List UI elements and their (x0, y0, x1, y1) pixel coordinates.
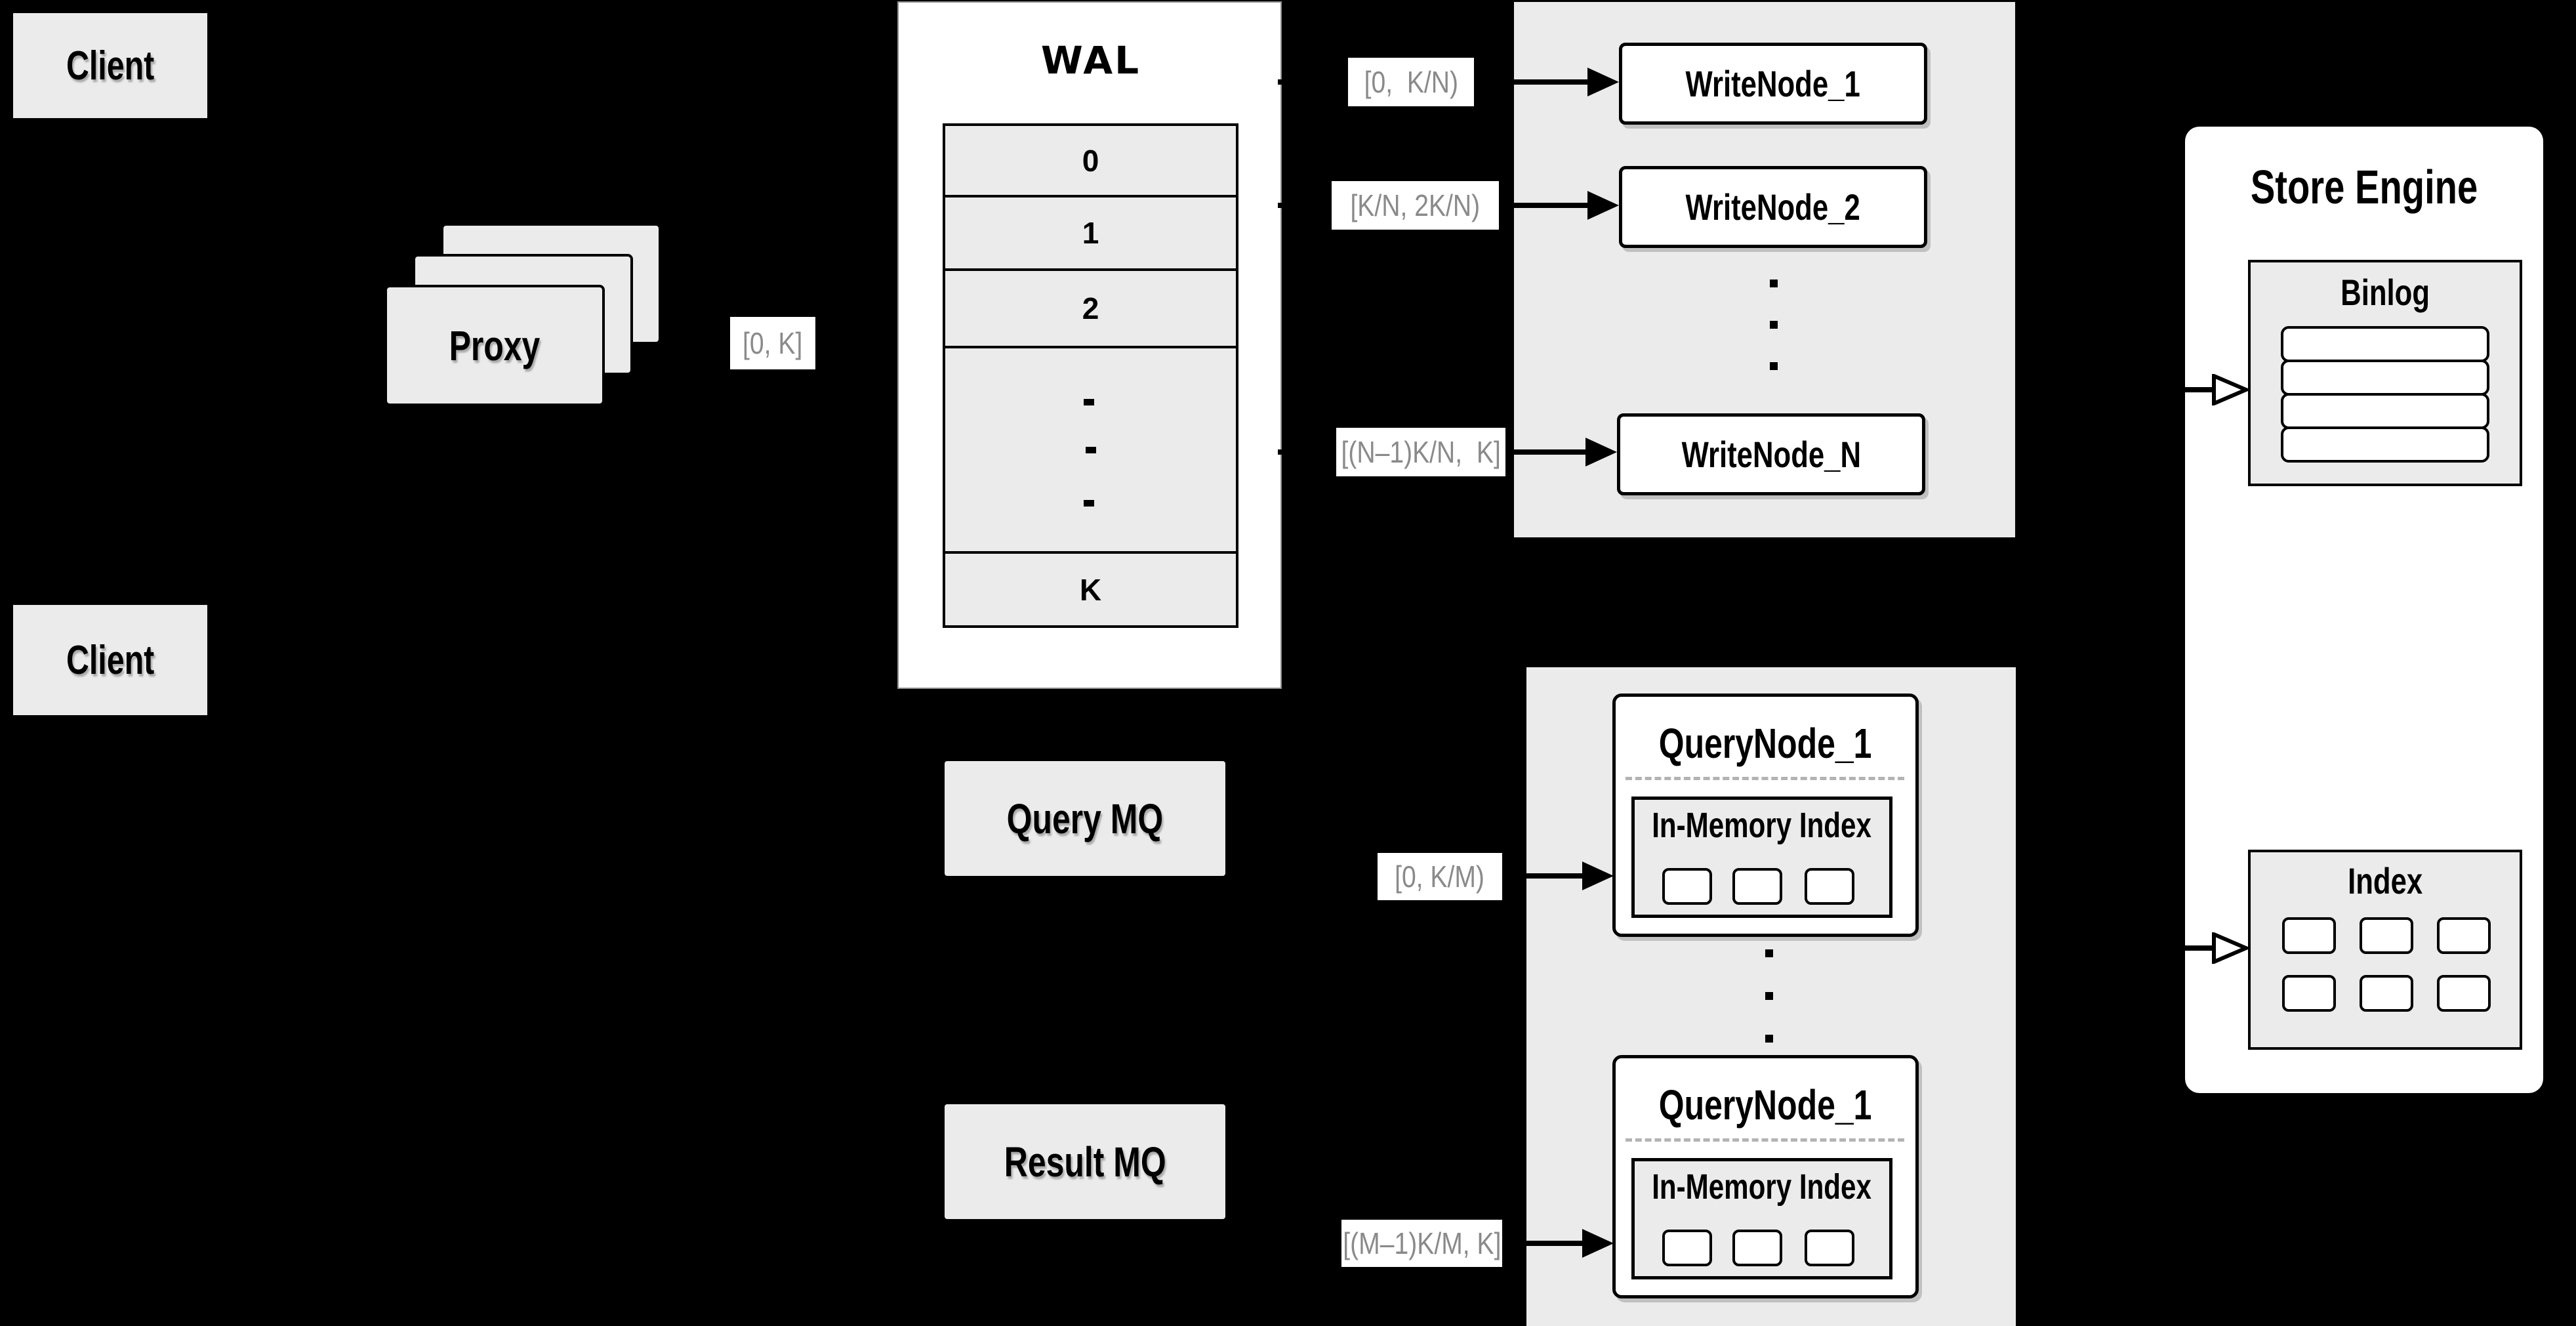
ellipsis-dot (1085, 446, 1096, 453)
memory-index-cell (1732, 1230, 1782, 1266)
proxy-label: Proxy (449, 321, 541, 369)
ellipsis-dot (1770, 362, 1778, 370)
client-top-box: Client (13, 13, 207, 118)
ellipsis-dot (1765, 1035, 1773, 1043)
binlog-row (2281, 326, 2489, 362)
index-cell (2437, 975, 2491, 1012)
writenode-2-box: WriteNode_2 (1619, 166, 1927, 248)
wal-segment-2-label: 2 (1082, 291, 1099, 325)
range-label-querynode-1-text: [0, K/M) (1395, 860, 1485, 894)
memory-index-cell (1662, 1230, 1712, 1266)
arrow-to-binlog-head (2212, 374, 2249, 405)
arrow-to-writenode-2-head (1587, 191, 1619, 220)
range-label-writenode-2: [K/N, 2K/N) (1332, 181, 1499, 230)
ellipsis-dot (1084, 399, 1094, 405)
binlog-row (2281, 360, 2489, 396)
arrow-to-index-shaft (2166, 945, 2217, 951)
querynode-1-title: QueryNode_1 (1659, 720, 1872, 767)
wal-segment-ellipsis (943, 346, 1238, 554)
querynode-2-divider (1625, 1138, 1904, 1142)
memory-index-cell (1805, 868, 1854, 905)
store-engine-title: Store Engine (2250, 161, 2478, 214)
wal-segment-0-label: 0 (1082, 143, 1099, 178)
client-bottom-box: Client (13, 605, 207, 715)
querynode-1-box: QueryNode_1 In-Memory Index (1612, 694, 1919, 937)
wal-segment-2: 2 (943, 268, 1238, 348)
wal-segment-k-label: K (1079, 572, 1102, 607)
querynode-2-memory-index-title: In-Memory Index (1652, 1167, 1872, 1207)
arrow-to-binlog-shaft (2166, 387, 2217, 392)
index-title: Index (2347, 860, 2423, 901)
range-label-querynode-2: [(M–1)K/M, K] (1341, 1220, 1502, 1267)
index-cell (2282, 917, 2336, 954)
range-label-writenode-n-text: [(N–1)K/N, K] (1341, 435, 1501, 469)
range-label-0-k: [0, K] (730, 317, 815, 369)
proxy-front-card: Proxy (384, 285, 605, 406)
arrow-to-querynode-1-head (1582, 861, 1614, 890)
arrow-to-writenode-1-head (1587, 68, 1619, 96)
index-cell (2437, 917, 2491, 954)
arrow-to-index-head (2212, 932, 2249, 964)
client-bottom-label: Client (66, 637, 155, 683)
writenode-n-box: WriteNode_N (1617, 413, 1925, 495)
range-label-querynode-1: [0, K/M) (1378, 853, 1502, 900)
binlog-row (2281, 393, 2489, 429)
writenode-1-label: WriteNode_1 (1685, 63, 1861, 104)
ellipsis-dot (1084, 500, 1094, 507)
range-label-writenode-1-text: [0, K/N) (1364, 65, 1458, 99)
querynode-1-memory-index-box: In-Memory Index (1631, 797, 1892, 918)
range-label-writenode-2-text: [K/N, 2K/N) (1350, 188, 1481, 222)
wal-segment-0: 0 (943, 123, 1238, 197)
binlog-title: Binlog (2341, 271, 2430, 313)
ellipsis-dot (1765, 949, 1773, 957)
query-mq-box: Query MQ (945, 761, 1225, 876)
querynode-2-memory-index-box: In-Memory Index (1631, 1158, 1892, 1279)
range-label-writenode-1: [0, K/N) (1348, 58, 1474, 106)
binlog-row (2281, 426, 2489, 463)
proxy-stack: Proxy (384, 223, 661, 407)
arrow-to-writenode-n-head (1585, 438, 1617, 466)
index-cell (2360, 975, 2413, 1012)
querynode-1-divider (1625, 777, 1904, 780)
range-label-querynode-2-text: [(M–1)K/M, K] (1342, 1226, 1502, 1260)
querynode-2-box: QueryNode_1 In-Memory Index (1612, 1055, 1919, 1298)
range-label-writenode-n: [(N–1)K/N, K] (1336, 428, 1505, 476)
querynode-1-memory-index-title: In-Memory Index (1652, 806, 1872, 845)
query-mq-label: Query MQ (1006, 795, 1164, 842)
writenode-n-label: WriteNode_N (1681, 434, 1861, 475)
index-cell (2282, 975, 2336, 1012)
result-mq-label: Result MQ (1004, 1138, 1166, 1186)
ellipsis-dot (1770, 280, 1778, 287)
client-top-label: Client (66, 43, 155, 89)
writenode-1-box: WriteNode_1 (1619, 43, 1927, 125)
range-label-0-k-text: [0, K] (743, 326, 803, 360)
ellipsis-dot (1765, 992, 1773, 1000)
memory-index-cell (1662, 868, 1712, 905)
wal-segment-k: K (943, 551, 1238, 628)
ellipsis-dot (1770, 321, 1778, 329)
writenode-2-label: WriteNode_2 (1685, 186, 1861, 228)
memory-index-cell (1732, 868, 1782, 905)
querynode-2-title: QueryNode_1 (1659, 1081, 1872, 1129)
wal-segment-1-label: 1 (1082, 216, 1099, 250)
wal-title: WAL (1040, 38, 1141, 83)
wal-segment-1: 1 (943, 195, 1238, 271)
index-cell (2360, 917, 2413, 954)
arrow-to-querynode-2-head (1582, 1229, 1614, 1258)
result-mq-box: Result MQ (945, 1104, 1225, 1219)
memory-index-cell (1805, 1230, 1854, 1266)
